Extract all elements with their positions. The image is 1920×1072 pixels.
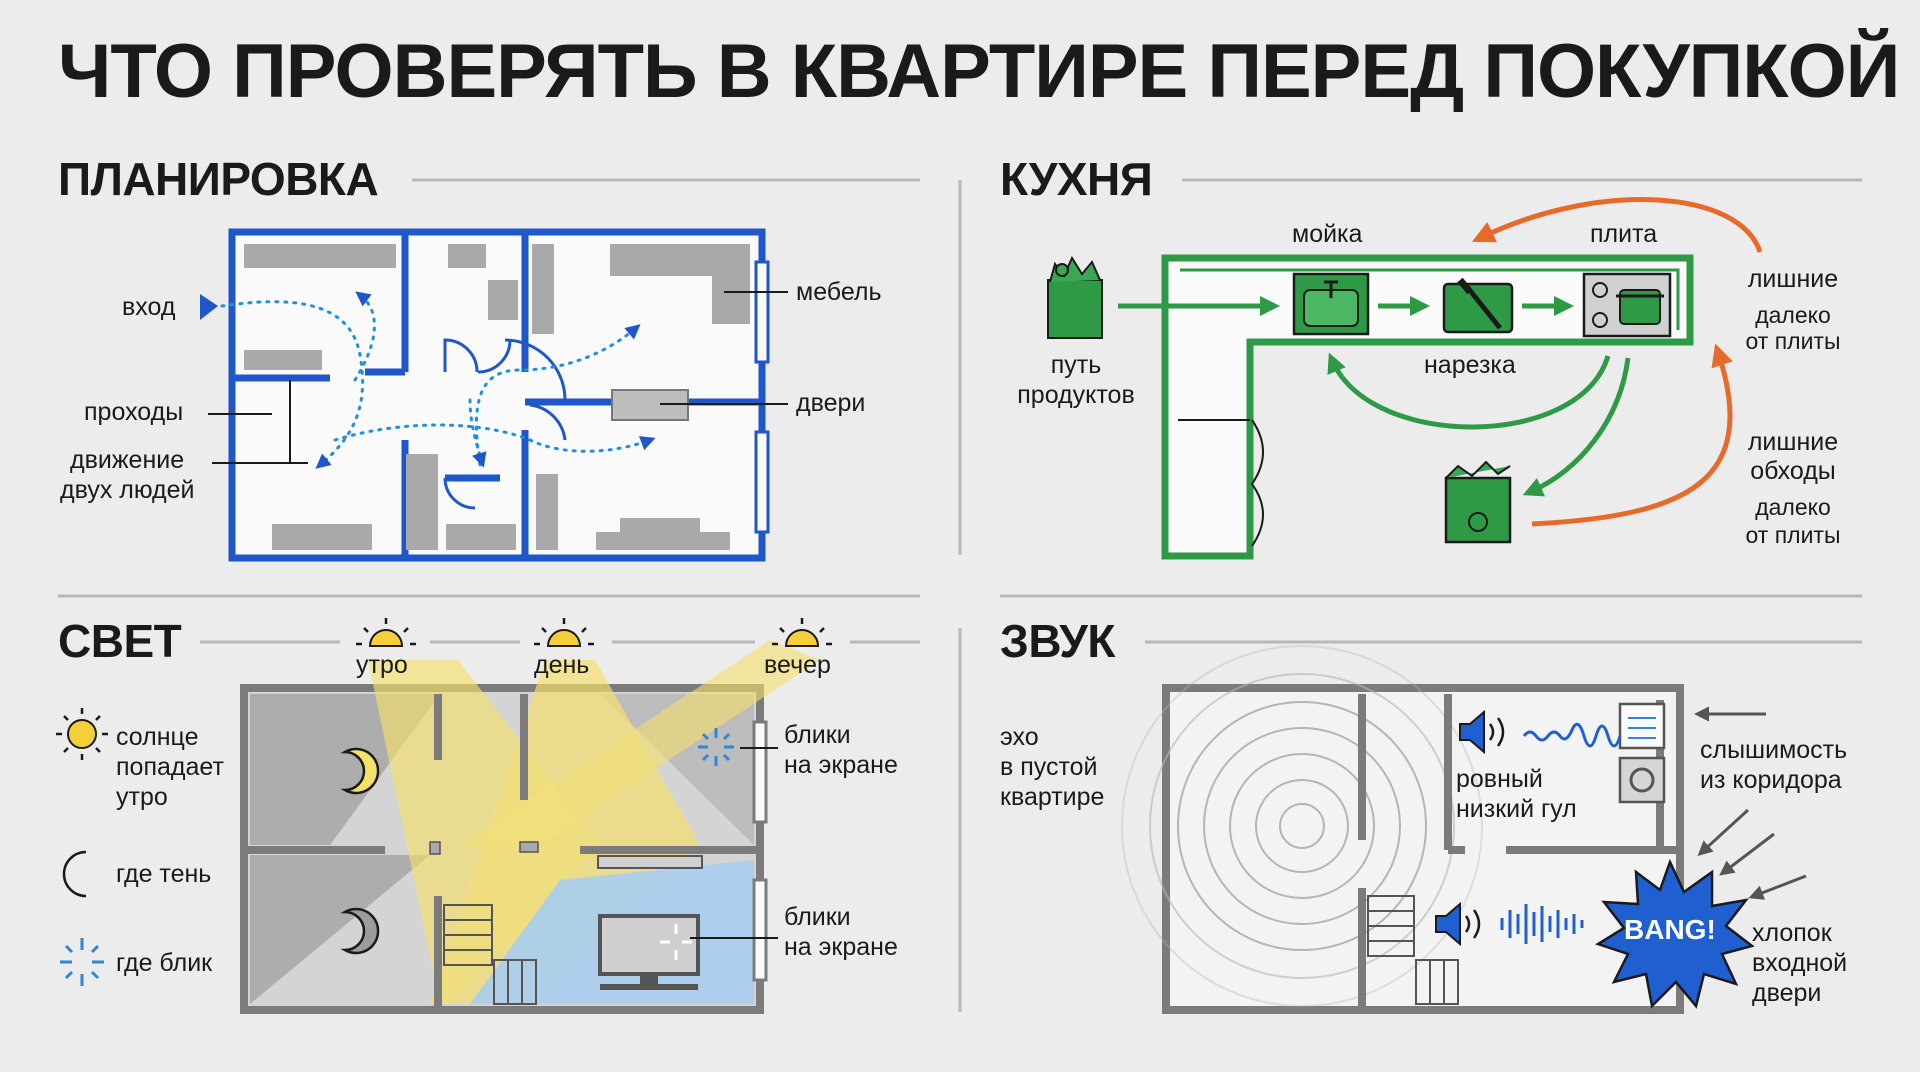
sound-diagram <box>1121 645 1807 1014</box>
grocery-bag-icon <box>1047 255 1103 339</box>
day-label: день <box>534 651 590 679</box>
moon-icon <box>340 747 380 795</box>
glare-icon <box>660 924 692 960</box>
sound-heading: ЗВУК <box>1000 615 1115 667</box>
bang-label: BANG! <box>1624 914 1716 945</box>
products-label-2: продуктов <box>1017 381 1135 409</box>
kitchen-diagram <box>1047 197 1763 560</box>
morning-label: утро <box>356 651 408 679</box>
echo-label-2: в пустой <box>1000 753 1098 781</box>
glare-icon <box>698 728 734 766</box>
corridor-label-1: слышимость <box>1700 736 1848 764</box>
extra-bottom-label-2: обходы <box>1750 457 1836 485</box>
sun-legend-label-3: утро <box>116 783 168 811</box>
speaker-icon <box>1459 709 1505 755</box>
light-heading: СВЕТ <box>58 615 182 667</box>
speaker-icon <box>1435 901 1481 947</box>
furniture-label: мебель <box>796 278 882 306</box>
layout-heading: ПЛАНИРОВКА <box>58 153 379 205</box>
clap-label-1: хлопок <box>1752 919 1832 947</box>
passages-label: проходы <box>84 398 184 426</box>
two-people-label-2: двух людей <box>60 476 195 504</box>
appliance-icon <box>1618 702 1666 804</box>
cutting-label: нарезка <box>1424 351 1516 379</box>
extra-bottom-label-4: от плиты <box>1745 522 1841 548</box>
extra-top-label-2: далеко <box>1755 302 1831 328</box>
trash-bin-icon <box>1444 460 1512 544</box>
clap-label-3: двери <box>1752 979 1822 1007</box>
extra-bottom-label-1: лишние <box>1747 428 1839 456</box>
sink-icon <box>1292 272 1370 336</box>
bang-burst <box>1595 858 1755 1009</box>
section-dividers <box>58 178 1862 1012</box>
glare-bottom-label-2: на экране <box>784 933 898 961</box>
glare-legend-label: где блик <box>116 949 213 977</box>
extra-top-label-1: лишние <box>1747 265 1839 293</box>
shade-legend-label: где тень <box>116 860 212 888</box>
glare-legend-icon <box>60 938 104 986</box>
echo-label-1: эхо <box>1000 723 1039 751</box>
cutting-board-icon <box>1442 277 1514 334</box>
echo-label-3: квартире <box>1000 783 1105 811</box>
hum-label-2: низкий гул <box>1456 795 1577 823</box>
glare-top-label-1: блики <box>784 721 851 749</box>
evening-label: вечер <box>764 651 831 679</box>
doors-label: двери <box>796 389 866 417</box>
hum-label-1: ровный <box>1456 765 1543 793</box>
light-diagram <box>56 618 832 1014</box>
sun-legend-icon <box>56 708 108 760</box>
sun-legend-label-2: попадает <box>116 753 224 781</box>
tv-icon <box>598 914 700 990</box>
kitchen-heading: КУХНЯ <box>1000 153 1153 205</box>
products-label-1: путь <box>1050 351 1102 379</box>
extra-bottom-label-3: далеко <box>1755 494 1831 520</box>
stove-icon <box>1582 272 1672 338</box>
extra-top-label-3: от плиты <box>1745 328 1841 354</box>
page-title: ЧТО ПРОВЕРЯТЬ В КВАРТИРЕ ПЕРЕД ПОКУПКОЙ <box>58 29 1900 114</box>
moon-legend-icon <box>62 850 87 898</box>
sun-evening-icon <box>772 618 832 647</box>
clap-wave <box>1500 904 1584 944</box>
sink-label: мойка <box>1292 220 1363 248</box>
corridor-label-2: из коридора <box>1700 766 1842 794</box>
sun-morning-icon <box>356 618 416 647</box>
clap-label-2: входной <box>1752 949 1848 977</box>
sun-day-icon <box>534 618 594 647</box>
entrance-label: вход <box>122 293 176 321</box>
hum-wave <box>1522 722 1622 748</box>
moon-icon <box>340 907 380 955</box>
glare-bottom-label-1: блики <box>784 903 851 931</box>
glare-top-label-2: на экране <box>784 751 898 779</box>
layout-floorplan <box>200 228 788 562</box>
two-people-label-1: движение <box>70 446 185 474</box>
stove-label: плита <box>1590 220 1658 248</box>
sun-legend-label-1: солнце <box>116 723 199 751</box>
